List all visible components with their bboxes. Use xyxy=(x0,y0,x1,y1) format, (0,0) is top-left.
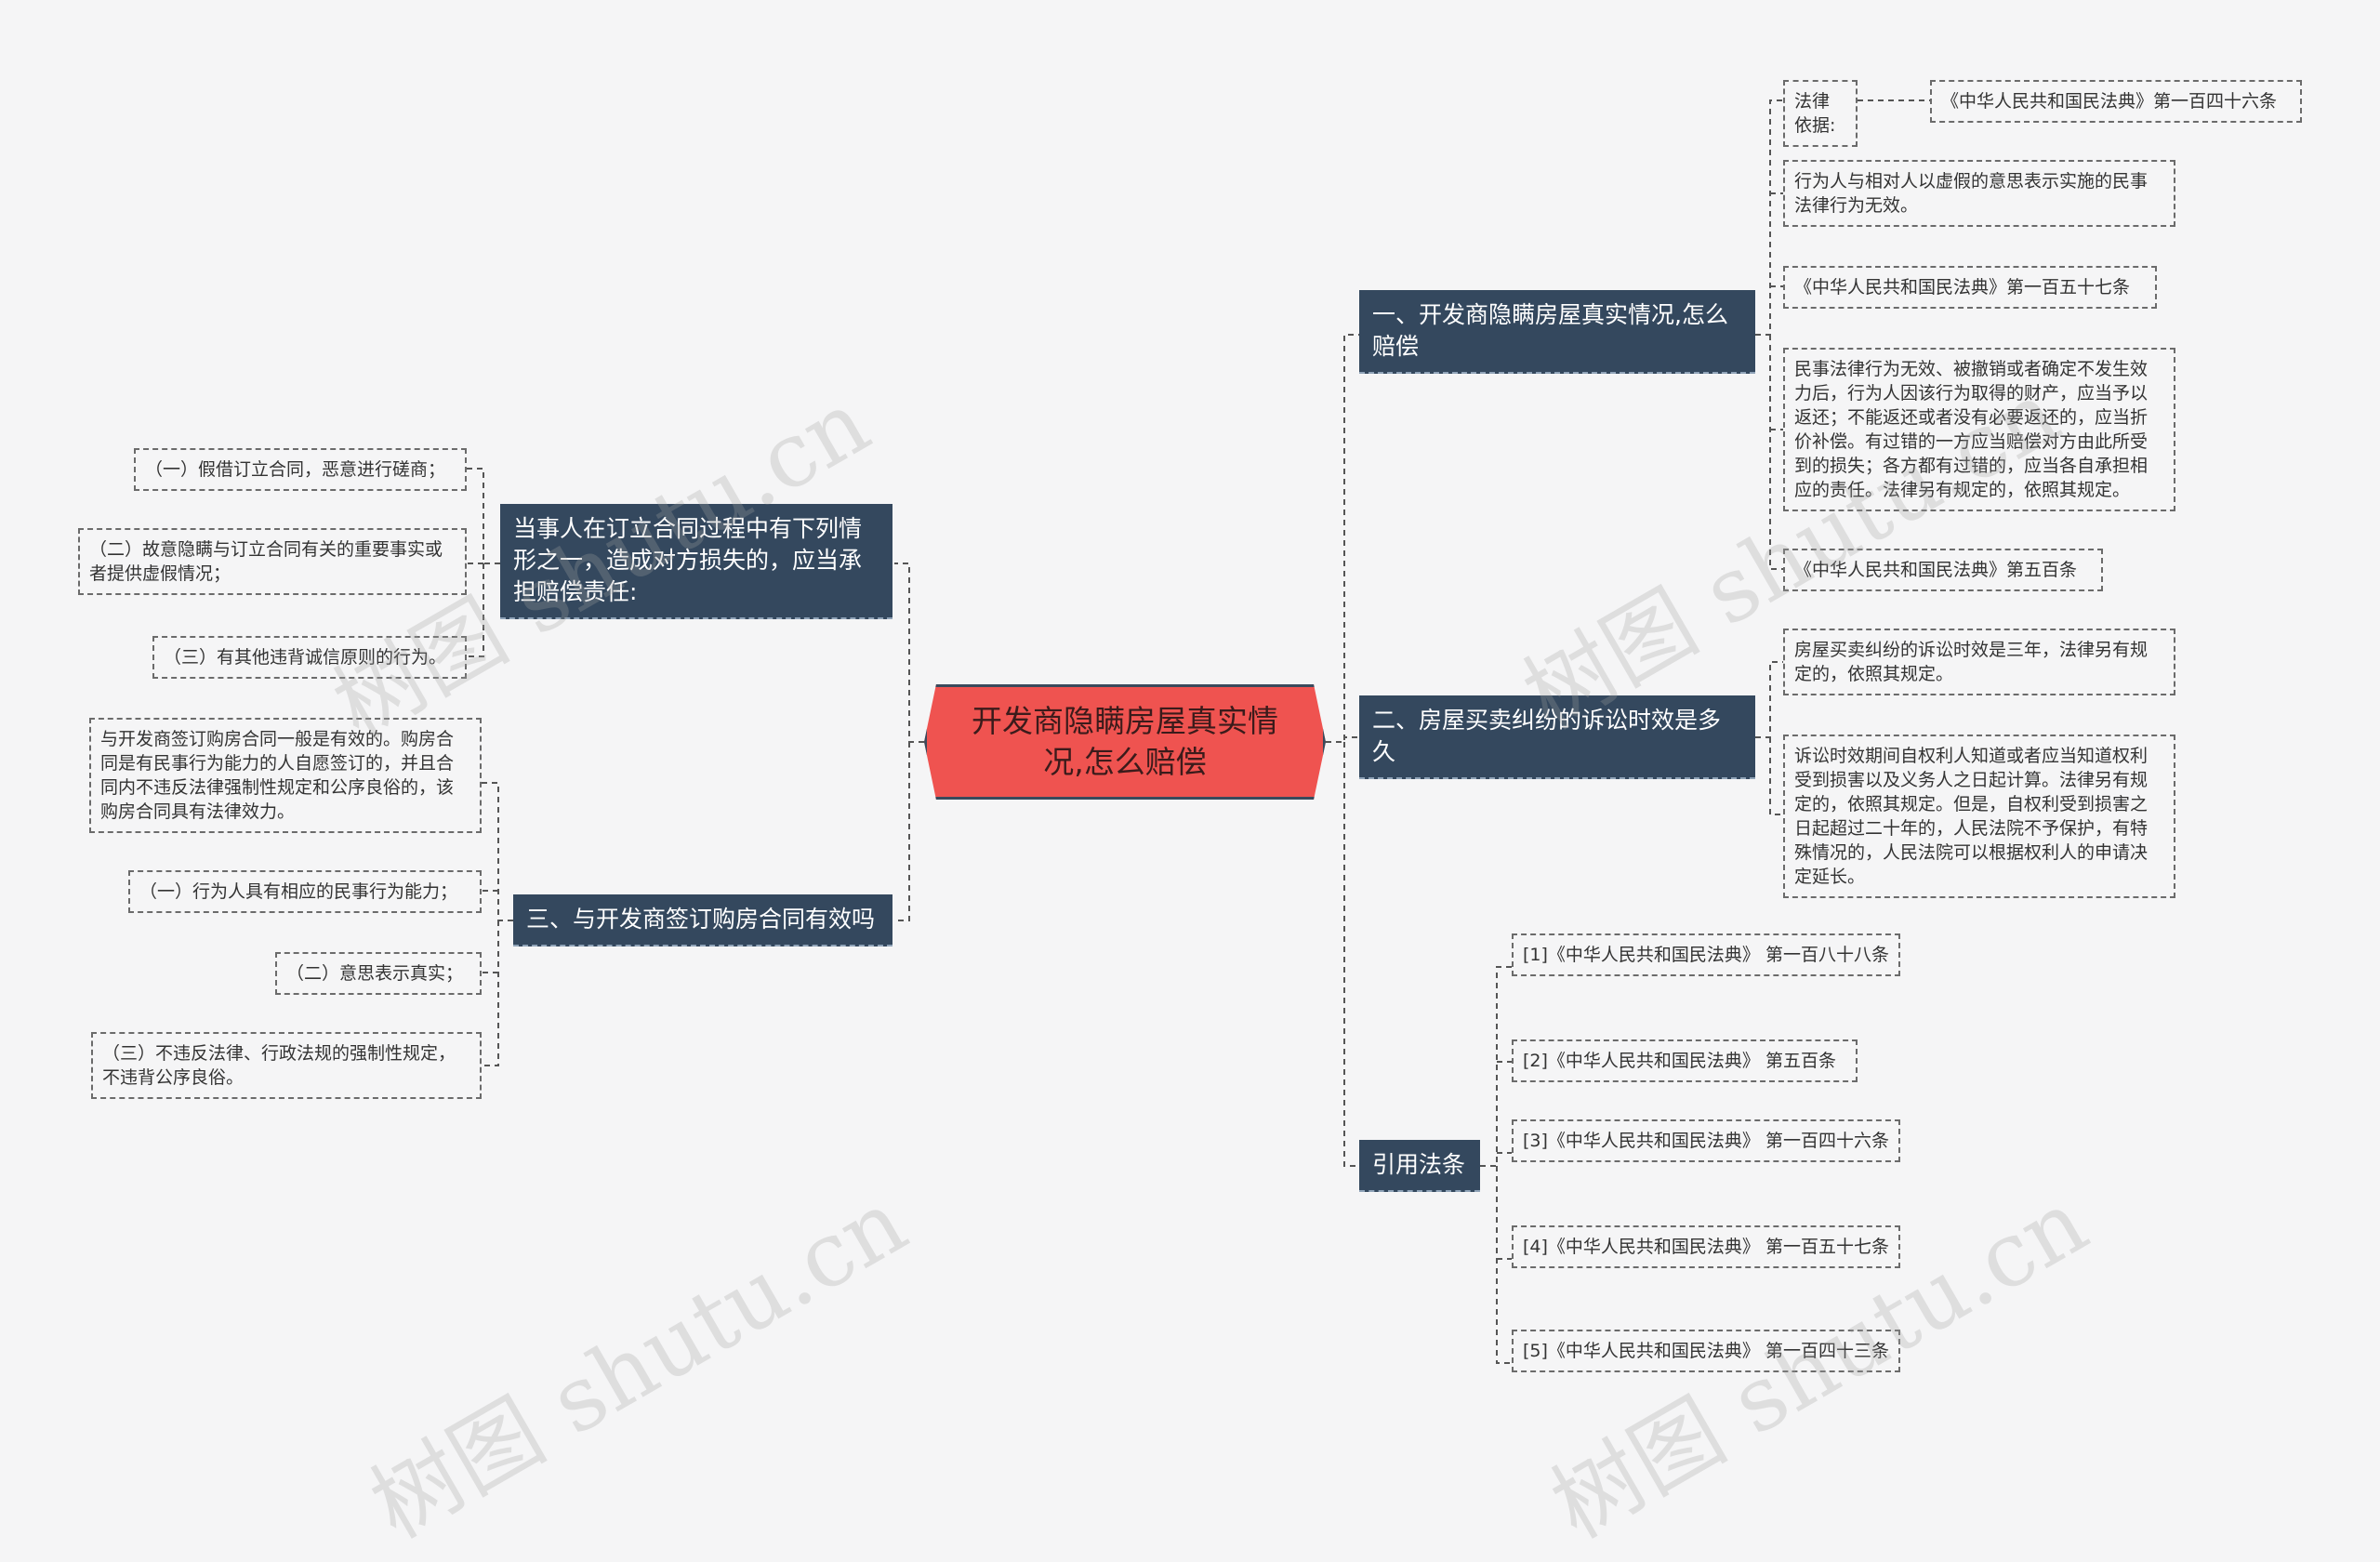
leaf-bad-faith-negotiation[interactable]: （一）假借订立合同，恶意进行磋商； xyxy=(134,448,467,491)
leaf-cite-3[interactable]: [3]《中华人民共和国民法典》 第一百四十六条 xyxy=(1512,1119,1900,1162)
link-root-b3 xyxy=(1343,742,1359,1167)
leaf-cite-4[interactable]: [4]《中华人民共和国民法典》 第一百五十七条 xyxy=(1512,1225,1900,1268)
leaf-text: 诉讼时效期间自权利人知道或者应当知道权利受到损害以及义务人之日起计算。法律另有规… xyxy=(1794,746,2149,887)
leaf-text: 行为人与相对人以虚假的意思表示实施的民事法律行为无效。 xyxy=(1794,171,2149,216)
leaf-false-intent-invalid[interactable]: 行为人与相对人以虚假的意思表示实施的民事法律行为无效。 xyxy=(1783,160,2175,227)
leaf-contract-generally-valid[interactable]: 与开发商签订购房合同一般是有效的。购房合同是有民事行为能力的人自愿签订的，并且合… xyxy=(89,718,482,833)
leaf-text: 法律依据: xyxy=(1794,91,1836,136)
leaf-text: 民事法律行为无效、被撤销或者确定不发生效力后，行为人因该行为取得的财产，应当予以… xyxy=(1794,359,2149,500)
leaf-text: 《中华人民共和国民法典》第一百四十六条 xyxy=(1941,91,2278,112)
branch-compensation-text: 一、开发商隐瞒房屋真实情况,怎么赔偿 xyxy=(1372,301,1728,360)
leaf-text: 房屋买卖纠纷的诉讼时效是三年，法律另有规定的，依照其规定。 xyxy=(1794,640,2149,684)
leaf-text: [1]《中华人民共和国民法典》 第一百八十八条 xyxy=(1523,945,1889,965)
leaf-text: （三）有其他违背诚信原则的行为。 xyxy=(164,647,447,668)
leaf-cite-5[interactable]: [5]《中华人民共和国民法典》 第一百四十三条 xyxy=(1512,1330,1900,1372)
leaf-conceal-facts[interactable]: （二）故意隐瞒与订立合同有关的重要事实或者提供虚假情况； xyxy=(78,528,467,595)
leaf-text: 与开发商签订购房合同一般是有效的。购房合同是有民事行为能力的人自愿签订的，并且合… xyxy=(100,729,455,822)
link-root-b5 xyxy=(894,742,910,921)
leaf-invalid-act-consequences[interactable]: 民事法律行为无效、被撤销或者确定不发生效力后，行为人因该行为取得的财产，应当予以… xyxy=(1783,348,2175,511)
leaf-text: [4]《中华人民共和国民法典》 第一百五十七条 xyxy=(1523,1237,1889,1257)
link-b4-leaves xyxy=(467,468,500,657)
leaf-text: （三）不违反法律、行政法规的强制性规定，不违背公序良俗。 xyxy=(102,1043,456,1088)
branch-compensation[interactable]: 一、开发商隐瞒房屋真实情况,怎么赔偿 xyxy=(1359,290,1755,374)
connector-lines xyxy=(467,99,1930,1364)
branch-contract-validity-text: 三、与开发商签订购房合同有效吗 xyxy=(526,906,876,933)
branch-limitation-period-text: 二、房屋买卖纠纷的诉讼时效是多久 xyxy=(1372,707,1722,765)
leaf-text: （一）行为人具有相应的民事行为能力； xyxy=(139,881,458,902)
leaf-article-500[interactable]: 《中华人民共和国民法典》第五百条 xyxy=(1783,549,2103,591)
mindmap-canvas: 开发商隐瞒房屋真实情况,怎么赔偿 一、开发商隐瞒房屋真实情况,怎么赔偿 二、房屋… xyxy=(78,80,2302,1558)
link-b2-leaves xyxy=(1755,661,1783,815)
leaf-text: 《中华人民共和国民法典》第一百五十七条 xyxy=(1794,277,2131,298)
branch-cited-laws-text: 引用法条 xyxy=(1372,1151,1466,1178)
leaf-civil-capacity[interactable]: （一）行为人具有相应的民事行为能力； xyxy=(128,870,482,913)
leaf-text: [3]《中华人民共和国民法典》 第一百四十六条 xyxy=(1523,1131,1889,1151)
link-b5-leaves xyxy=(482,782,513,1066)
branch-limitation-period[interactable]: 二、房屋买卖纠纷的诉讼时效是多久 xyxy=(1359,695,1755,779)
branch-contract-validity[interactable]: 三、与开发商签订购房合同有效吗 xyxy=(513,894,892,946)
leaf-limitation-start[interactable]: 诉讼时效期间自权利人知道或者应当知道权利受到损害以及义务人之日起计算。法律另有规… xyxy=(1783,735,2175,898)
leaf-not-violate-law[interactable]: （三）不违反法律、行政法规的强制性规定，不违背公序良俗。 xyxy=(91,1032,482,1099)
leaf-legal-basis-value[interactable]: 《中华人民共和国民法典》第一百四十六条 xyxy=(1930,80,2302,123)
branch-liability-cases[interactable]: 当事人在订立合同过程中有下列情形之一，造成对方损失的，应当承担赔偿责任: xyxy=(500,504,892,619)
leaf-legal-basis-label[interactable]: 法律依据: xyxy=(1783,80,1858,147)
leaf-text: （二）意思表示真实； xyxy=(286,963,464,984)
leaf-text: （一）假借订立合同，恶意进行磋商； xyxy=(145,459,446,480)
root-topic[interactable]: 开发商隐瞒房屋真实情况,怎么赔偿 xyxy=(924,684,1326,800)
link-root-b2 xyxy=(1326,736,1359,743)
link-root-b4 xyxy=(894,563,924,743)
leaf-true-intent[interactable]: （二）意思表示真实； xyxy=(275,952,482,995)
link-root-b1 xyxy=(1326,334,1359,743)
leaf-cite-2[interactable]: [2]《中华人民共和国民法典》 第五百条 xyxy=(1512,1039,1858,1082)
branch-liability-cases-text: 当事人在订立合同过程中有下列情形之一，造成对方损失的，应当承担赔偿责任: xyxy=(513,515,863,605)
branch-cited-laws[interactable]: 引用法条 xyxy=(1359,1140,1480,1192)
link-b1-leaves xyxy=(1755,99,1783,570)
leaf-text: （二）故意隐瞒与订立合同有关的重要事实或者提供虚假情况； xyxy=(89,539,443,584)
leaf-article-157[interactable]: 《中华人民共和国民法典》第一百五十七条 xyxy=(1783,266,2157,309)
root-topic-text: 开发商隐瞒房屋真实情况,怎么赔偿 xyxy=(972,703,1278,780)
leaf-violate-good-faith[interactable]: （三）有其他违背诚信原则的行为。 xyxy=(152,636,467,679)
leaf-three-years[interactable]: 房屋买卖纠纷的诉讼时效是三年，法律另有规定的，依照其规定。 xyxy=(1783,629,2175,695)
leaf-text: [5]《中华人民共和国民法典》 第一百四十三条 xyxy=(1523,1341,1889,1361)
link-b3-leaves xyxy=(1480,966,1512,1364)
leaf-text: 《中华人民共和国民法典》第五百条 xyxy=(1794,560,2078,580)
leaf-text: [2]《中华人民共和国民法典》 第五百条 xyxy=(1523,1051,1836,1071)
leaf-cite-1[interactable]: [1]《中华人民共和国民法典》 第一百八十八条 xyxy=(1512,933,1900,976)
